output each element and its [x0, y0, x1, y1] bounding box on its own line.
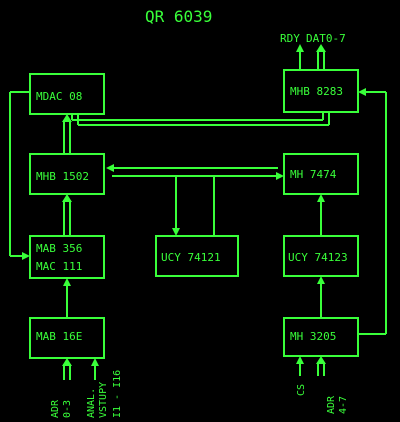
- block-mhb-1502: MHB 1502: [29, 153, 105, 195]
- signal-mh3205-ucy74123: [317, 276, 325, 318]
- block-mdac-08-label: MDAC 08: [36, 90, 82, 103]
- bus-mab356-mhb1502: [62, 194, 72, 236]
- block-mhb-1502-label: MHB 1502: [36, 170, 89, 183]
- block-mab-356-label-2: MAC 111: [36, 260, 82, 273]
- input-anal-label-1: ANAL.: [86, 388, 97, 418]
- block-mhb-8283: MHB 8283: [283, 69, 359, 113]
- block-ucy-74123: UCY 74123: [283, 235, 359, 277]
- output-rdy-arrow: [296, 44, 304, 70]
- block-mdac-08: MDAC 08: [29, 73, 105, 115]
- input-adr-4-7-arrow: [316, 356, 326, 376]
- signal-ucy74123-mh7474: [317, 194, 325, 236]
- block-mh-3205-label: MH 3205: [290, 330, 336, 343]
- input-cs-label: CS: [296, 384, 307, 396]
- input-anal-label-3: I1 - I16: [112, 370, 123, 418]
- input-adr-4-7-label-2: 4-7: [338, 396, 349, 414]
- bus-mhb1502-mdac: [62, 114, 72, 154]
- input-adr-4-7-label-1: ADR: [326, 395, 337, 414]
- input-cs-arrow: [296, 356, 304, 376]
- input-anal-arrow: [91, 358, 99, 380]
- block-mh-3205: MH 3205: [283, 317, 359, 357]
- block-mhb-8283-label: MHB 8283: [290, 85, 343, 98]
- signal-mh3205-to-mhb8283: [358, 88, 387, 335]
- block-ucy-74123-label: UCY 74123: [288, 251, 348, 264]
- input-adr-0-3-arrow: [62, 358, 72, 380]
- output-rdy-label: RDY: [280, 32, 300, 45]
- input-anal-label-2: VSTUPY: [98, 382, 109, 418]
- bus-mdac-mhb8283: [71, 112, 330, 126]
- signal-mab16e-mab356: [63, 278, 71, 318]
- block-mab-356-label-1: MAB 356: [36, 242, 82, 255]
- diagram-title: QR 6039: [145, 7, 212, 26]
- block-mh-7474-label: MH 7474: [290, 168, 337, 181]
- block-mab-16e: MAB 16E: [29, 317, 105, 359]
- block-mh-7474: MH 7474: [283, 153, 359, 195]
- block-mab-356: MAB 356 MAC 111: [29, 235, 105, 279]
- signal-mdac-to-mab356: [9, 91, 30, 260]
- output-data-label: DAT0-7: [306, 32, 346, 45]
- block-ucy-74121-label: UCY 74121: [161, 251, 221, 264]
- bus-mhb1502-mh7474: [106, 164, 284, 180]
- input-adr-0-3-label-2: 0-3: [62, 400, 73, 418]
- input-adr-0-3-label-1: ADR: [50, 399, 61, 418]
- output-data-bus-arrow: [316, 44, 326, 70]
- block-mab-16e-label: MAB 16E: [36, 330, 82, 343]
- signal-bus-to-ucy74121: [172, 176, 180, 236]
- block-ucy-74121: UCY 74121: [155, 235, 239, 277]
